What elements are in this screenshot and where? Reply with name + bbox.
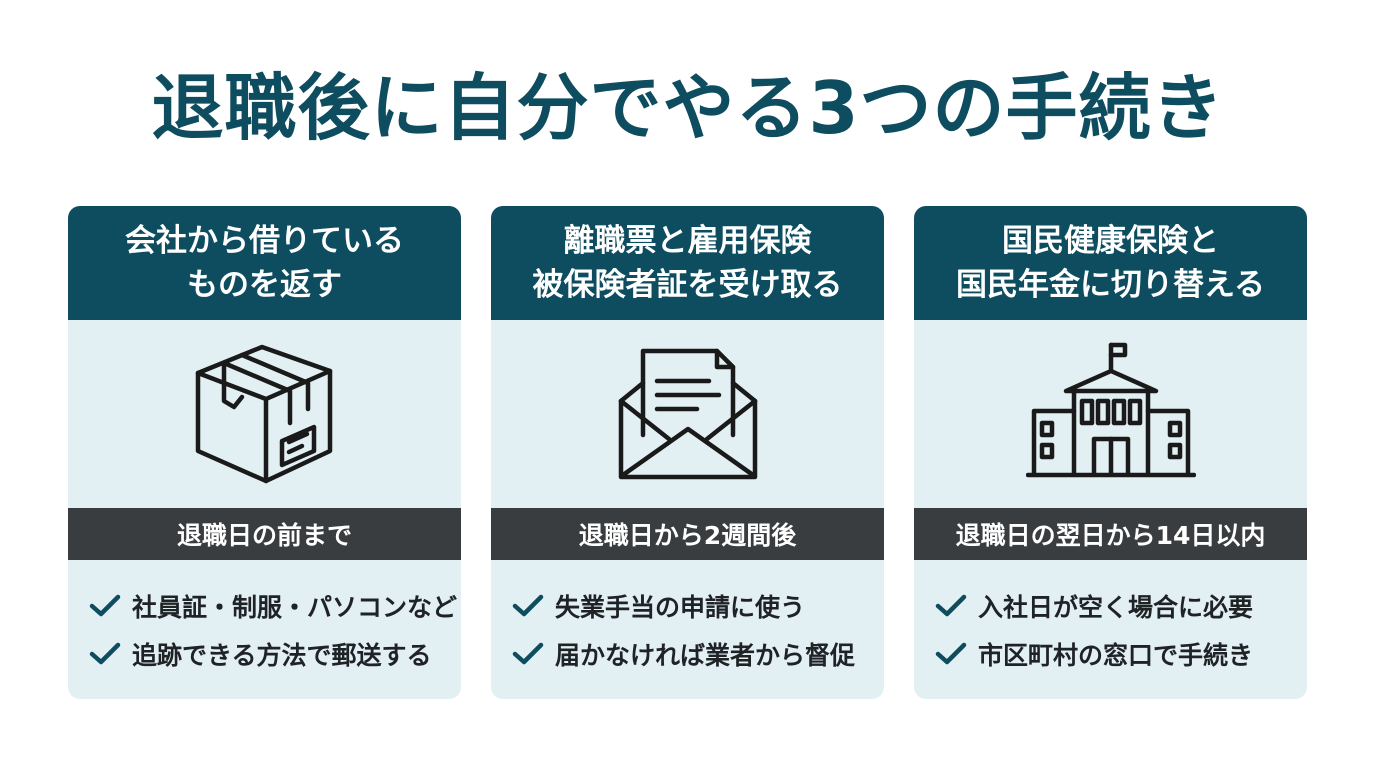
list-item: 市区町村の窓口で手続き (934, 630, 1307, 678)
list-item-text: 失業手当の申請に使う (555, 593, 806, 622)
card-heading-line: 会社から借りている (125, 223, 404, 259)
government-building-icon (1025, 342, 1196, 478)
checkmark-icon (512, 594, 544, 617)
cardboard-box-icon (195, 344, 332, 484)
deadline-bar: 退職日の前まで (68, 508, 461, 560)
card-illustration (68, 320, 461, 508)
list-item: 入社日が空く場合に必要 (934, 582, 1307, 630)
list-item-text: 市区町村の窓口で手続き (978, 641, 1254, 670)
card-heading-line: ものを返す (187, 267, 342, 303)
deadline-bar: 退職日の翌日から14日以内 (914, 508, 1307, 560)
page-title: 退職後に自分でやる3つの手続き (151, 66, 1225, 150)
procedure-card-separation-notice: 離職票と雇用保険 被保険者証を受け取る 退職日から2週間後 失業手当の申請に使う… (491, 206, 884, 699)
checklist: 社員証・制服・パソコンなど 追跡できる方法で郵送する (68, 560, 461, 678)
procedure-card-insurance-pension: 国民健康保険と 国民年金に切り替える 退職日の翌日から14日以内 (914, 206, 1307, 699)
card-illustration (914, 320, 1307, 508)
list-item-text: 社員証・制服・パソコンなど (132, 593, 458, 622)
card-heading-line: 国民年金に切り替える (955, 267, 1266, 303)
checklist: 入社日が空く場合に必要 市区町村の窓口で手続き (914, 560, 1307, 678)
list-item: 追跡できる方法で郵送する (88, 630, 461, 678)
card-heading-line: 被保険者証を受け取る (532, 267, 843, 303)
list-item-text: 届かなければ業者から督促 (555, 641, 856, 670)
card-header: 会社から借りている ものを返す (68, 206, 461, 320)
checkmark-icon (89, 594, 121, 617)
checkmark-icon (935, 642, 967, 665)
envelope-document-icon (618, 348, 757, 480)
card-illustration (491, 320, 884, 508)
list-item: 失業手当の申請に使う (511, 582, 884, 630)
list-item-text: 追跡できる方法で郵送する (132, 641, 432, 670)
card-heading-line: 国民健康保険と (1002, 223, 1219, 259)
card-heading-line: 離職票と雇用保険 (563, 223, 812, 259)
card-header: 離職票と雇用保険 被保険者証を受け取る (491, 206, 884, 320)
card-header: 国民健康保険と 国民年金に切り替える (914, 206, 1307, 320)
checkmark-icon (89, 642, 121, 665)
checkmark-icon (512, 642, 544, 665)
deadline-bar: 退職日から2週間後 (491, 508, 884, 560)
list-item-text: 入社日が空く場合に必要 (978, 593, 1254, 622)
procedure-card-return-items: 会社から借りている ものを返す 退職日の前まで 社員証・制服・パソコンなど 追跡… (68, 206, 461, 699)
checkmark-icon (935, 594, 967, 617)
checklist: 失業手当の申請に使う 届かなければ業者から督促 (491, 560, 884, 678)
list-item: 社員証・制服・パソコンなど (88, 582, 461, 630)
list-item: 届かなければ業者から督促 (511, 630, 884, 678)
